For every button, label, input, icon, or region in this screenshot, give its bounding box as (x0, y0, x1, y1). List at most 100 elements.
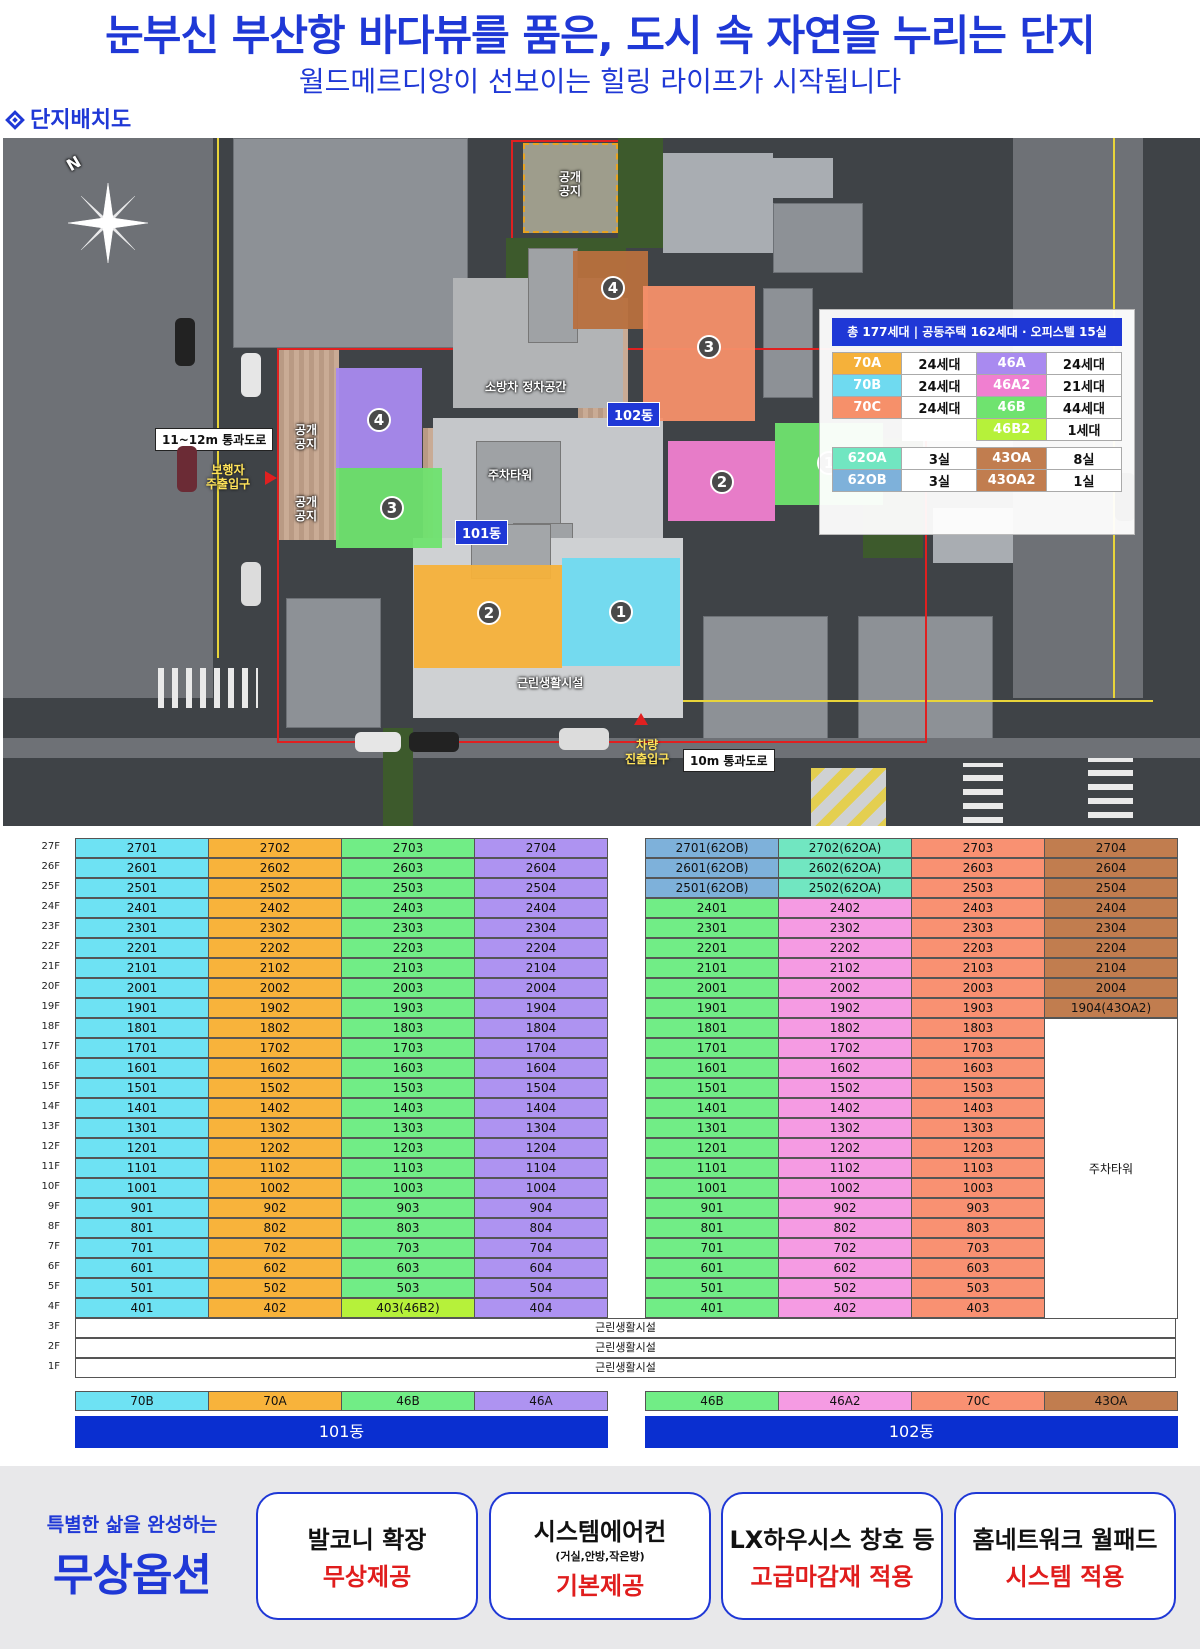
parking-tower-label: 주차타워 (488, 468, 533, 482)
unit-cell: 903 (911, 1198, 1045, 1218)
unit-cell: 902 (778, 1198, 912, 1218)
crosswalk (158, 668, 258, 708)
floor-label: 24F (41, 901, 60, 912)
floor-label: 26F (41, 861, 60, 872)
unit-cell: 2403 (911, 898, 1045, 918)
dong-102-tag: 102동 (607, 402, 661, 427)
unit-cell: 403 (911, 1298, 1045, 1318)
hero-title: 눈부신 부산항 바다뷰를 품은, 도시 속 자연을 누리는 단지 (105, 11, 1096, 60)
option-note: 고급마감재 적용 (750, 1563, 914, 1591)
unit-cell: 1003 (911, 1178, 1045, 1198)
legend-count: 21세대 (1045, 374, 1123, 397)
floor-label: 20F (41, 981, 60, 992)
unit-cell: 1501 (75, 1078, 209, 1098)
unit-cell: 901 (75, 1198, 209, 1218)
floor-label: 17F (41, 1041, 60, 1052)
unit-cell: 2404 (1044, 898, 1178, 918)
unit-cell: 1902 (208, 998, 342, 1018)
unit-cell: 1502 (778, 1078, 912, 1098)
unit-cell: 2603 (911, 858, 1045, 878)
legend-type: 62OB (831, 469, 903, 492)
unit-cell: 1903 (911, 998, 1045, 1018)
unit-cell: 2402 (208, 898, 342, 918)
unit-cell: 1204 (474, 1138, 608, 1158)
unit-cell: 1402 (778, 1098, 912, 1118)
unit-cell: 1401 (645, 1098, 779, 1118)
unit-cell: 1303 (911, 1118, 1045, 1138)
hero-subtitle: 월드메르디앙이 선보이는 힐링 라이프가 시작됩니다 (298, 65, 902, 98)
unit-cell: 401 (75, 1298, 209, 1318)
floor-label: 7F (47, 1241, 60, 1252)
unit-cell: 1903 (341, 998, 475, 1018)
unit-cell: 1202 (208, 1138, 342, 1158)
option-subtitle: (거실,안방,작은방) (555, 1549, 645, 1563)
badge-102-4: 4 (601, 276, 625, 300)
unit-cell: 603 (911, 1258, 1045, 1278)
south-road-label: 10m 통과도로 (683, 749, 775, 772)
unit-cell: 902 (208, 1198, 342, 1218)
unit-cell: 1403 (911, 1098, 1045, 1118)
unit-cell: 2101 (645, 958, 779, 978)
floor-label: 27F (41, 841, 60, 852)
unit-cell: 1404 (474, 1098, 608, 1118)
unit-cell: 2302 (778, 918, 912, 938)
unit-cell: 2403 (341, 898, 475, 918)
type-cell: 70C (911, 1391, 1045, 1411)
legend-header: 총 177세대 | 공동주택 162세대 · 오피스텔 15실 (832, 318, 1122, 346)
unit-cell: 2704 (1044, 838, 1178, 858)
parking-tower-roof (476, 441, 561, 526)
public-space-label-2: 공개 공지 (295, 495, 318, 524)
options-intro-big: 무상옵션 (53, 1550, 212, 1601)
unit-cell: 1601 (75, 1058, 209, 1078)
car-icon (241, 562, 261, 606)
unit-cell: 2602(62OA) (778, 858, 912, 878)
type-cell: 46B (645, 1391, 779, 1411)
unit-cell: 901 (645, 1198, 779, 1218)
unit-cell: 1701 (645, 1038, 779, 1058)
unit-cell: 1402 (208, 1098, 342, 1118)
legend-count: 1실 (1045, 469, 1123, 492)
unit-cell: 604 (474, 1258, 608, 1278)
option-card-windows: LX하우시스 창호 등 고급마감재 적용 (721, 1492, 943, 1620)
unit-cell: 1802 (208, 1018, 342, 1038)
unit-cell: 1702 (778, 1038, 912, 1058)
unit-cell: 2502 (208, 878, 342, 898)
floor-label: 6F (47, 1261, 60, 1272)
unit-cell: 1301 (645, 1118, 779, 1138)
pedestrian-entrance-arrow-icon (265, 471, 277, 485)
unit-cell: 2003 (341, 978, 475, 998)
option-note: 무상제공 (322, 1563, 412, 1591)
unit-cell: 2601 (75, 858, 209, 878)
west-road-label: 11~12m 통과도로 (155, 428, 274, 451)
unit-cell: 402 (208, 1298, 342, 1318)
retail-row: 근린생활시설 (75, 1338, 1176, 1358)
unit-cell: 1801 (645, 1018, 779, 1038)
unit-cell: 2401 (645, 898, 779, 918)
unit-cell: 1901 (75, 998, 209, 1018)
unit-cell: 404 (474, 1298, 608, 1318)
option-title: 발코니 확장 (307, 1526, 427, 1554)
pedestrian-entrance-label: 보행자 주출입구 (206, 463, 251, 492)
unit-cell: 1103 (341, 1158, 475, 1178)
unit-cell: 2104 (474, 958, 608, 978)
unit-cell: 1001 (645, 1178, 779, 1198)
unit-cell: 1102 (208, 1158, 342, 1178)
unit-cell: 2303 (911, 918, 1045, 938)
free-options-section: 특별한 삶을 완성하는 무상옵션 발코니 확장 무상제공 시스템에어컨 (거실,… (0, 1466, 1200, 1649)
vehicle-entrance-arrow-icon (634, 713, 648, 725)
legend-count: 24세대 (901, 352, 978, 375)
type-cell: 70B (75, 1391, 209, 1411)
unit-cell: 2503 (911, 878, 1045, 898)
legend-count: 24세대 (901, 374, 978, 397)
unit-cell: 1002 (778, 1178, 912, 1198)
unit-cell: 701 (645, 1238, 779, 1258)
unit-cell: 1702 (208, 1038, 342, 1058)
site-plan-map: 4 3 2 1 4 3 2 1 공개 공지 공개 공지 공개 공지 소방차 정차… (3, 138, 1200, 826)
unit-cell: 1302 (208, 1118, 342, 1138)
unit-cell: 1201 (645, 1138, 779, 1158)
unit-cell: 904 (474, 1198, 608, 1218)
unit-cell: 1604 (474, 1058, 608, 1078)
unit-cell: 402 (778, 1298, 912, 1318)
legend-type: 43OA2 (976, 469, 1047, 492)
unit-cell: 2202 (208, 938, 342, 958)
